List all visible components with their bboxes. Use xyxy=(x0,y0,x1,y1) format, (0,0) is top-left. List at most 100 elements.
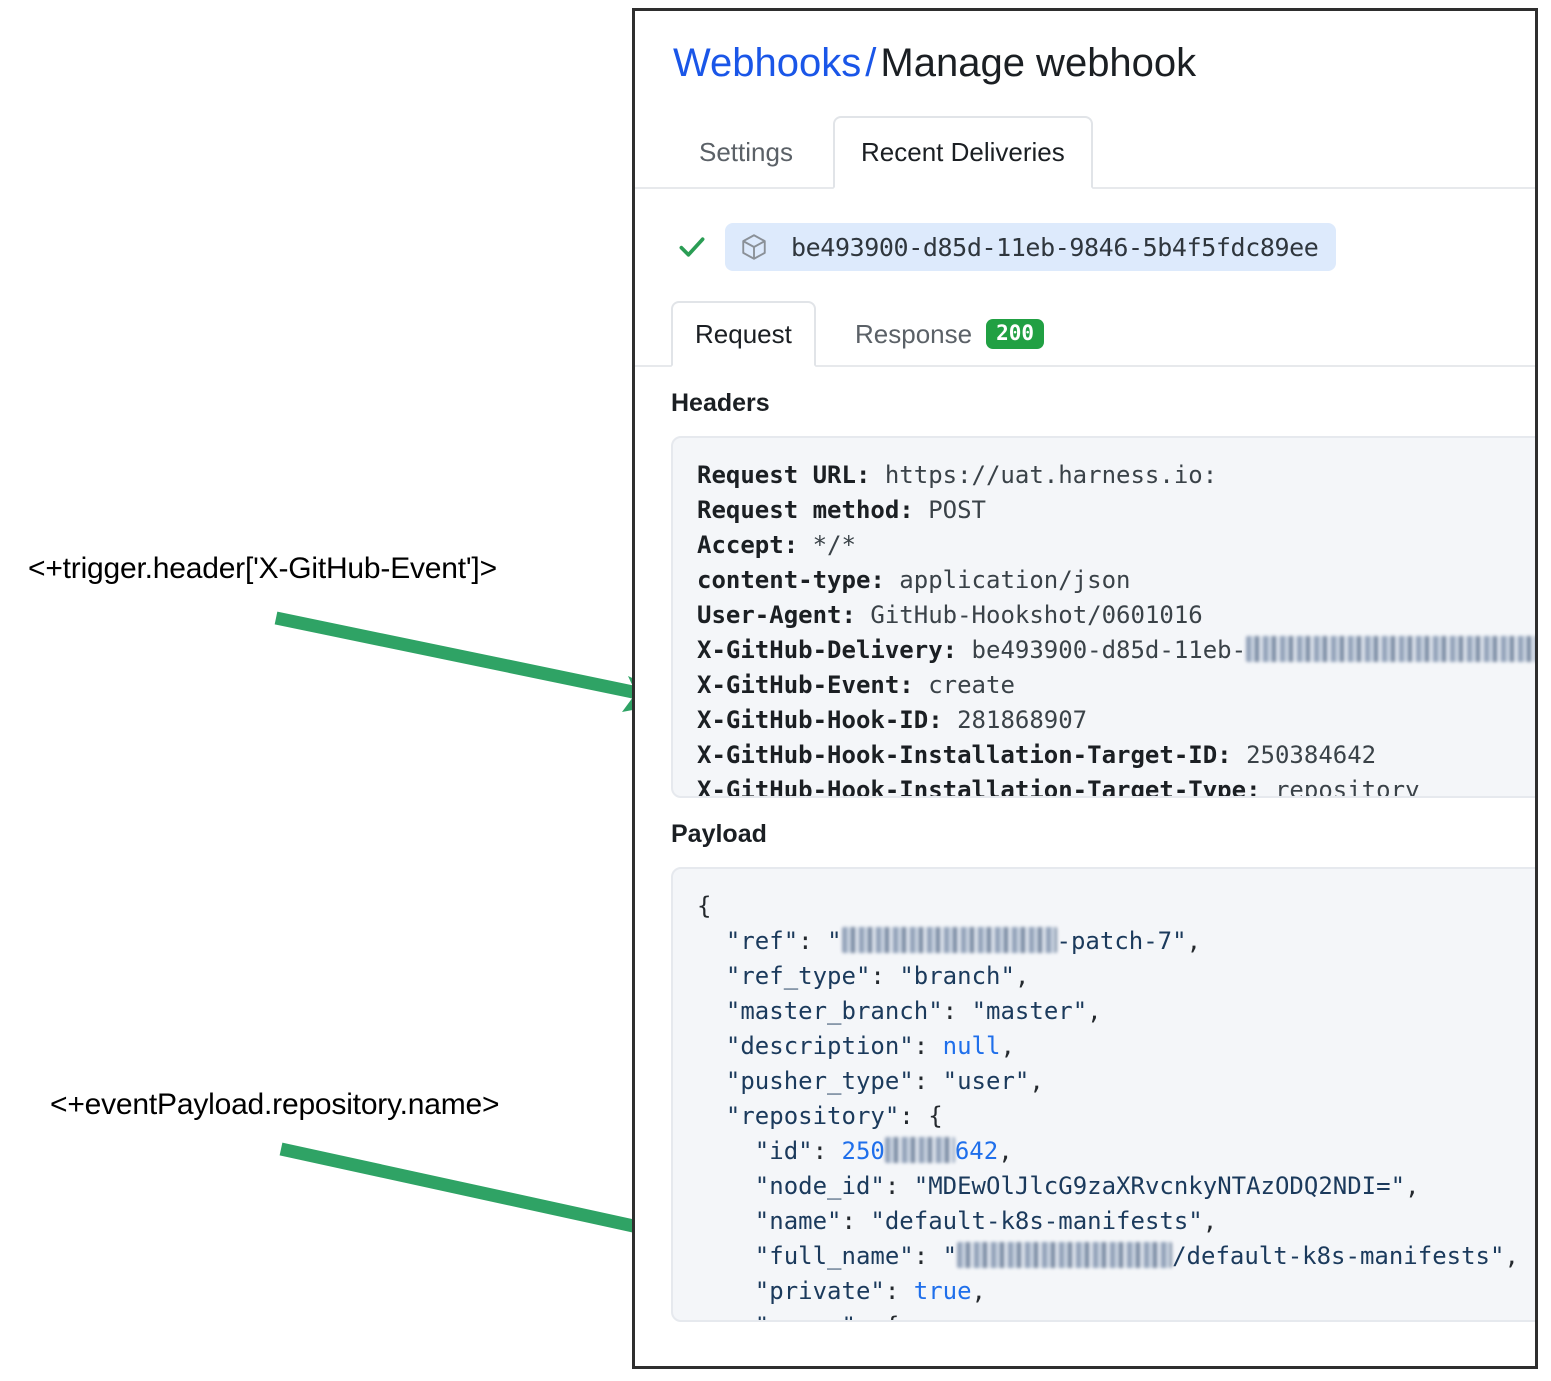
breadcrumb-separator: / xyxy=(865,41,877,85)
tab-response-label: Response xyxy=(855,318,973,349)
redacted-text xyxy=(884,1137,955,1163)
json-comma: , xyxy=(998,1137,1013,1165)
json-quote: " xyxy=(870,1207,885,1235)
header-value: create xyxy=(913,671,1015,699)
header-value: GitHub-Hookshot/0601016 xyxy=(855,601,1203,629)
json-quote: " xyxy=(913,1172,929,1200)
json-colon: : xyxy=(812,1137,842,1165)
json-quote: " xyxy=(971,997,987,1025)
json-comma: , xyxy=(1087,997,1102,1025)
json-string: MDEwOlJlcG9zaXRvcnkyNTAzODQ2NDI= xyxy=(928,1172,1391,1200)
payload-line: "name": "default-k8s-manifests", xyxy=(697,1204,1535,1239)
json-comma: , xyxy=(1405,1172,1420,1200)
json-number: 642 xyxy=(954,1137,999,1165)
header-key: X-GitHub-Delivery: xyxy=(697,636,958,664)
json-colon: : xyxy=(856,1312,885,1320)
json-key: "private" xyxy=(754,1277,885,1305)
tab-settings[interactable]: Settings xyxy=(673,116,819,189)
manage-webhook-panel: Webhooks/Manage webhook Settings Recent … xyxy=(632,8,1538,1369)
json-indent xyxy=(697,1137,755,1165)
header-value: https://uat.harness.io: xyxy=(870,461,1218,489)
json-quote: " xyxy=(942,1242,958,1270)
json-string: user xyxy=(957,1067,1015,1095)
json-comma: , xyxy=(1504,1242,1519,1270)
header-key: User-Agent: xyxy=(697,601,856,629)
json-quote: " xyxy=(1390,1172,1406,1200)
json-key: "id" xyxy=(754,1137,813,1165)
header-value: POST xyxy=(913,496,986,524)
json-indent xyxy=(697,1277,755,1305)
tab-recent-deliveries[interactable]: Recent Deliveries xyxy=(833,116,1093,189)
check-icon xyxy=(679,237,705,257)
json-string: default-k8s-manifests xyxy=(884,1207,1189,1235)
delivery-row: be493900-d85d-11eb-9846-5b4f5fdc89ee xyxy=(675,223,1535,271)
json-comma: , xyxy=(1000,1032,1015,1060)
header-line: content-type: application/json xyxy=(697,563,1535,598)
header-key: Request method: xyxy=(697,496,914,524)
status-badge: 200 xyxy=(986,319,1045,349)
json-punctuation: { xyxy=(697,892,712,920)
json-comma: , xyxy=(971,1277,986,1305)
header-key: X-GitHub-Hook-Installation-Target-Type: xyxy=(697,776,1261,798)
breadcrumb-link-webhooks[interactable]: Webhooks xyxy=(673,41,862,85)
json-key: "owner" xyxy=(755,1312,856,1320)
tab-response[interactable]: Response 200 xyxy=(833,301,1066,367)
json-key: "ref" xyxy=(725,927,799,955)
delivery-tabbar: Request Response 200 xyxy=(635,297,1535,367)
json-colon: : xyxy=(798,927,828,955)
redacted-text xyxy=(957,1242,1173,1268)
header-key: X-GitHub-Hook-ID: xyxy=(697,706,943,734)
json-quote: " xyxy=(1490,1242,1505,1270)
payload-line: "node_id": "MDEwOlJlcG9zaXRvcnkyNTAzODQ2… xyxy=(697,1169,1535,1204)
payload-line: "pusher_type": "user", xyxy=(697,1064,1535,1099)
json-comma: , xyxy=(1029,1067,1044,1095)
json-colon: : xyxy=(913,1242,943,1270)
request-payload-box: { "ref": " -patch-7 ", "ref_type": "branch… xyxy=(671,867,1535,1322)
tab-request[interactable]: Request xyxy=(671,301,816,367)
header-value: 281868907 xyxy=(942,706,1088,734)
payload-line: "repository": { xyxy=(697,1099,1535,1134)
webhook-tabbar: Settings Recent Deliveries xyxy=(635,112,1535,189)
header-key: Accept: xyxy=(697,531,799,559)
payload-line: "master_branch": "master", xyxy=(697,994,1535,1029)
header-line: X-GitHub-Hook-Installation-Target-ID: 25… xyxy=(697,738,1535,773)
annotation-label-event-payload: <+eventPayload.repository.name> xyxy=(50,1088,500,1121)
header-line: User-Agent: GitHub-Hookshot/0601016 xyxy=(697,598,1535,633)
json-indent xyxy=(697,1312,755,1320)
json-brace: { xyxy=(928,1102,943,1130)
json-string: branch xyxy=(913,962,1001,990)
delivery-id-chip[interactable]: be493900-d85d-11eb-9846-5b4f5fdc89ee xyxy=(725,223,1337,271)
header-line: X-GitHub-Hook-Installation-Target-Type: … xyxy=(697,773,1535,798)
json-colon: : xyxy=(884,1172,914,1200)
header-key: Request URL: xyxy=(697,461,871,489)
payload-line: "description": null, xyxy=(697,1029,1535,1064)
json-quote: " xyxy=(827,927,842,955)
header-line: Request method: POST xyxy=(697,493,1535,528)
headers-section-title: Headers xyxy=(671,389,770,417)
json-key: "description" xyxy=(725,1032,914,1060)
redacted-text xyxy=(841,927,1057,953)
payload-line: "ref": "-patch-7", xyxy=(697,924,1535,959)
json-indent xyxy=(697,997,726,1025)
json-key: "master_branch" xyxy=(725,997,943,1025)
json-indent xyxy=(697,1242,755,1270)
json-indent xyxy=(697,1102,726,1130)
payload-line: "full_name": "/default-k8s-manifests", xyxy=(697,1239,1535,1274)
header-key: X-GitHub-Event: xyxy=(697,671,914,699)
header-line: X-GitHub-Hook-ID: 281868907 xyxy=(697,703,1535,738)
header-value: application/json xyxy=(884,566,1131,594)
json-brace: { xyxy=(885,1312,899,1320)
header-value: */* xyxy=(798,531,856,559)
json-colon: : xyxy=(899,1102,929,1130)
annotation-label-trigger-header: <+trigger.header['X-GitHub-Event']> xyxy=(28,552,497,585)
json-colon: : xyxy=(870,962,900,990)
json-quote: " xyxy=(899,962,914,990)
payload-line: { xyxy=(697,889,1535,924)
header-line: Accept: */* xyxy=(697,528,1535,563)
json-comma: , xyxy=(1014,962,1030,990)
json-indent xyxy=(697,1067,726,1095)
payload-line: "ref_type": "branch", xyxy=(697,959,1535,994)
json-colon: : xyxy=(841,1207,871,1235)
json-string: -patch-7 xyxy=(1056,927,1173,955)
page-title: Manage webhook xyxy=(880,41,1197,85)
